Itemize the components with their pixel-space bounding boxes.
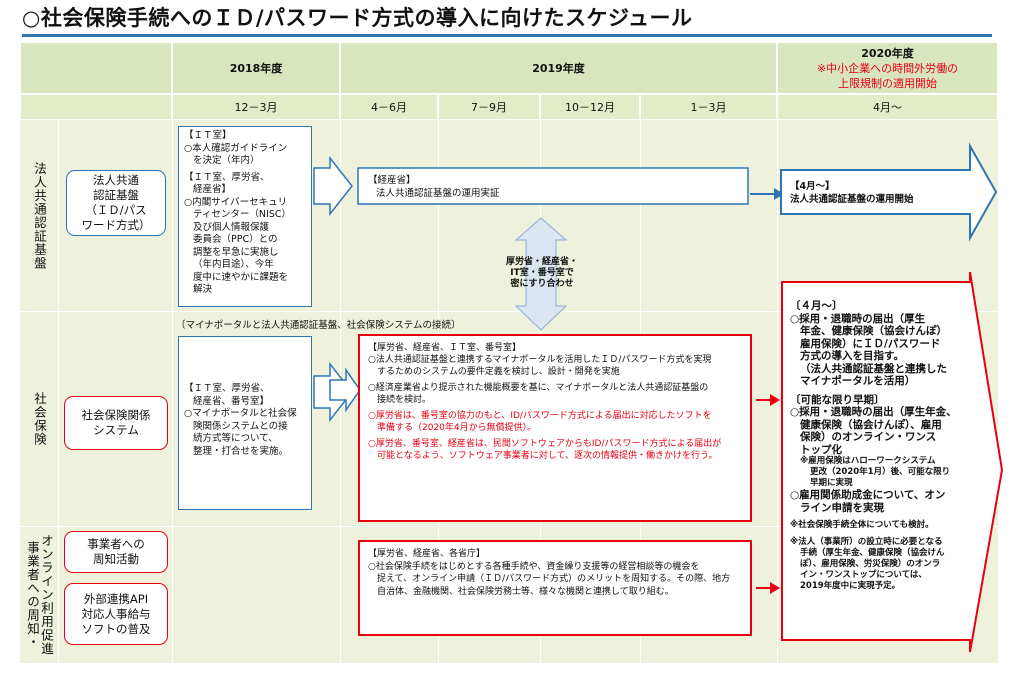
arrow-red-head-row2 [770,394,780,406]
row-label-corp-auth: 法人共通認証基盤 [32,161,47,270]
period-7-9: 7－9月 [438,94,540,120]
text-meti: 【経産省】 法人共通認証基盤の運用実証 [368,175,500,199]
title-underline [22,34,992,37]
row-label-promotion: 事業者への周知・オンライン利用促進 [25,533,54,656]
pill-social-system: 社会保険関係システム [64,396,168,450]
box-mhlw-it: 【ＩＴ室、厚労省、 経産省、番号室】 ○マイナポータルと社会保 険関係システムと… [178,336,312,510]
box-promotion: 【厚労省、経産省、各省庁】 ○社会保険手続をはじめとする各種手続や、資金繰り支援… [358,540,752,636]
header-fy2018: 2018年度 [172,42,340,94]
arrow-head-to-2020 [774,188,784,200]
box-it-office: 【ＩＴ室】 ○本人確認ガイドライン を決定（年内） 【ＩＴ室、厚労省、 経産省】… [178,126,312,307]
header-fy2020-note-1: ※中小企業への時間外労働の [816,61,959,75]
period-12-3: 12－3月 [172,94,340,120]
text-apr-start: 【4月～】 法人共通認証基盤の運用開始 [790,181,914,205]
header-fy2020-label: 2020年度 [861,46,914,60]
arrow-hollow-2018-row1 [313,155,353,217]
header-blank-2 [20,94,172,120]
grid-line [58,120,59,663]
header-fy2020: 2020年度 ※中小企業への時間外労働の 上限規制の適用開始 [777,42,998,94]
row-label-social-insurance: 社会保険 [32,391,47,446]
box-mhlw-main: 【厚労省、経産省、ＩＴ室、番号室】 ○法人共通認証基盤と連携するマイナポータルを… [358,334,752,522]
period-4-6: 4－6月 [340,94,438,120]
arrow-meti [357,167,749,205]
period-10-12: 10－12月 [540,94,640,120]
header-blank-1 [20,42,172,94]
connect-label: 〔マイナポータルと法人共通認証基盤、社会保険システムの接続〕 [176,320,461,331]
text-consult: 厚労省・経産省・ IT室・番号室で 密にすり合わせ [505,257,578,289]
period-1-3: 1－3月 [640,94,777,120]
row-divider [20,526,998,527]
period-apr: 4月～ [777,94,998,120]
arrow-2020-corp [780,142,998,242]
arrow-consult [514,217,568,331]
row-divider [20,311,998,312]
arrow-red-head-row3 [770,582,780,594]
arrow-hollow-mid [329,367,361,413]
grid-line [777,120,778,663]
text-2020-big: 〔４月～〕 ○採用・退職時の届出（厚生 年金、健康保険（協会けんぽ） 雇用保険）… [790,300,957,591]
grid-line [172,120,173,663]
pill-corp-auth: 法人共通認証基盤（ＩＤ/パスワード方式） [66,170,166,236]
header-fy2020-note-2: 上限規制の適用開始 [838,76,937,90]
arrow-2020-big [781,271,1004,653]
header-fy2019: 2019年度 [340,42,777,94]
page-title: ○社会保険手続へのＩＤ/パスワード方式の導入に向けたスケジュール [22,6,693,30]
pill-notify: 事業者への周知活動 [64,531,168,573]
